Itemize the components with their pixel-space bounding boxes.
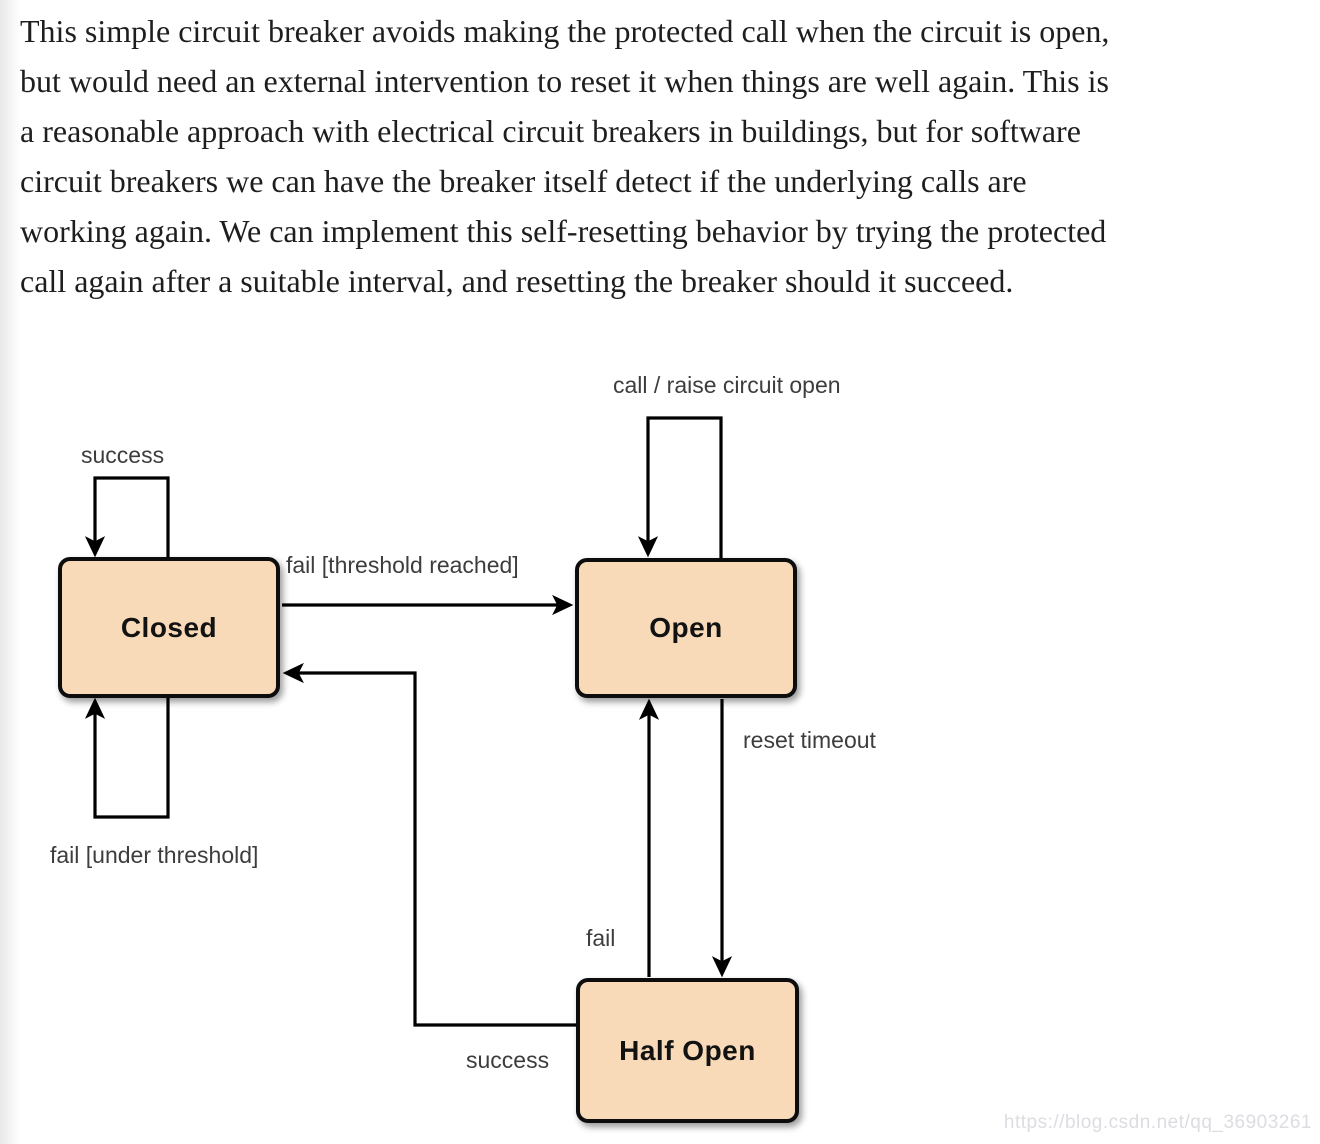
paragraph-line: circuit breakers we can have the breaker…: [20, 163, 1027, 199]
paragraph-line: call again after a suitable interval, an…: [20, 263, 1014, 299]
paragraph-line: but would need an external intervention …: [20, 63, 1109, 99]
arrow-closed-self-fail: [84, 697, 170, 819]
label-open-to-half-open: reset timeout: [743, 727, 876, 753]
state-open: Open: [575, 558, 797, 698]
label-half-open-to-closed: success: [466, 1047, 550, 1073]
paragraph-line: working again. We can implement this sel…: [20, 213, 1107, 249]
arrow-halfopen-to-closed-success: [282, 662, 577, 1027]
paragraph-line: a reasonable approach with electrical ci…: [20, 113, 1081, 149]
state-half-open: Half Open: [576, 978, 799, 1123]
label-half-open-to-open: fail: [586, 925, 616, 951]
state-closed-label: Closed: [120, 611, 218, 643]
watermark-url: https://blog.csdn.net/qq_36903261: [1003, 1112, 1312, 1133]
arrow-closed-self-success: [84, 476, 170, 558]
state-closed: Closed: [58, 557, 280, 698]
arrow-open-self-call: [637, 416, 723, 559]
state-half-open-label: Half Open: [619, 1034, 756, 1066]
label-closed-to-open: fail [threshold reached]: [286, 552, 519, 578]
label-closed-self-success: success: [81, 442, 165, 468]
paragraph-line: This simple circuit breaker avoids makin…: [20, 13, 1110, 49]
label-closed-self-fail: fail [under threshold]: [50, 842, 259, 868]
state-open-label: Open: [649, 612, 723, 643]
label-open-self-call: call / raise circuit open: [613, 372, 841, 398]
left-edge-shade: [0, 0, 20, 1144]
intro-paragraph: This simple circuit breaker avoids makin…: [20, 6, 1316, 306]
